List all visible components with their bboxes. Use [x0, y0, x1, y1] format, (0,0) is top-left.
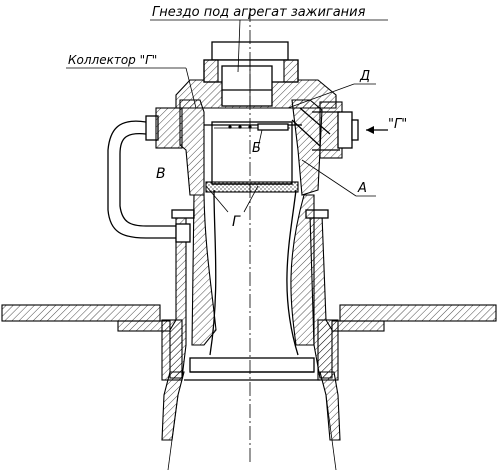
label-g: Г	[232, 214, 241, 230]
base-plate	[1, 304, 497, 332]
ignition-socket	[203, 41, 299, 107]
label-b: Б	[252, 141, 261, 156]
label-v: В	[156, 166, 166, 182]
exhaust-skirt	[161, 371, 341, 470]
label-d: Д	[359, 69, 370, 84]
leader-lines	[66, 19, 388, 213]
nozzle-insert	[189, 189, 315, 373]
fuel-pipe	[107, 107, 191, 243]
label-a: А	[357, 181, 367, 196]
side-fitting	[291, 101, 359, 159]
label-collector-g: Коллектор "Г"	[68, 53, 157, 67]
label-view-g: "Г"	[388, 117, 407, 132]
label-ignition-socket: Гнездо под агрегат зажигания	[152, 5, 366, 20]
